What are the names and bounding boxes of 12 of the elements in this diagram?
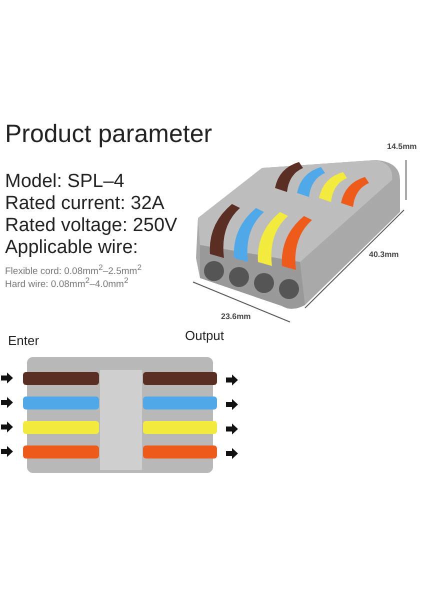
spec-text: Model: SPL–4 bbox=[5, 172, 124, 193]
title: Product parameter bbox=[5, 121, 212, 148]
spec-text: Rated current: 32A bbox=[5, 194, 164, 215]
dimension-label: 23.6mm bbox=[221, 313, 251, 322]
spec-note: Hard wire: 0.08mm$^{2}$–4.0mm$^{2}$ bbox=[5, 277, 128, 291]
spec-text: Applicable wire: bbox=[5, 238, 138, 259]
dimension-label: 40.3mm bbox=[369, 251, 399, 260]
dimension-label: 14.5mm bbox=[387, 143, 417, 152]
spec-note: Flexible cord: 0.08mm$^{2}$–2.5mm$^{2}$ bbox=[5, 264, 142, 278]
side-label: Output bbox=[185, 329, 224, 344]
spec-text: Rated voltage: 250V bbox=[5, 216, 178, 237]
side-label: Enter bbox=[8, 334, 40, 348]
